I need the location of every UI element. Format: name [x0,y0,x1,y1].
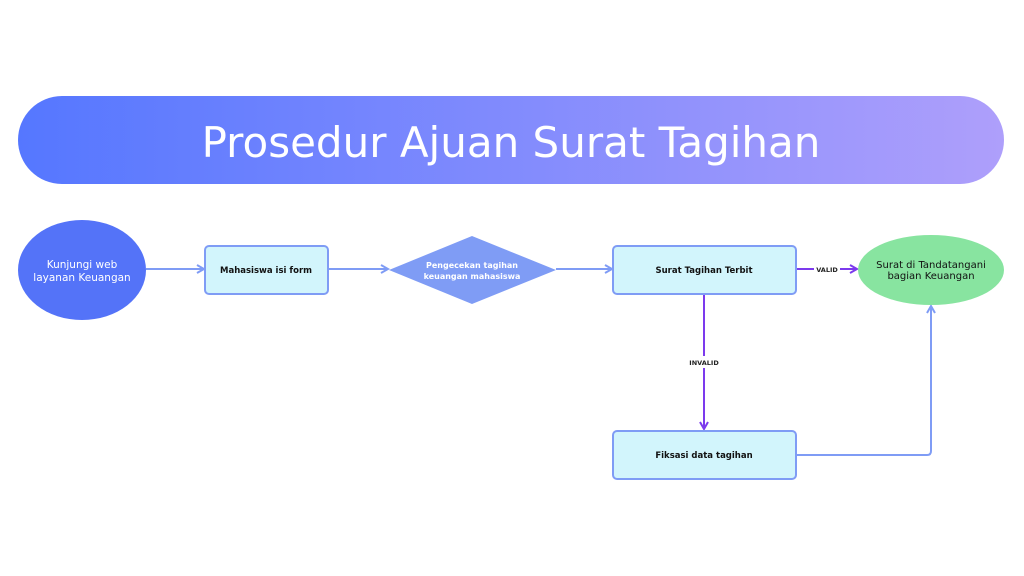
node-fix: Fiksasi data tagihan [612,430,797,480]
node-start-line2: layanan Keuangan [33,272,130,284]
diagram-title: Prosedur Ajuan Surat Tagihan [202,118,821,167]
node-check-line1: Pengecekan tagihan [426,261,518,270]
edge-label-invalid: INVALID [689,359,719,367]
node-signed-line1: Surat di Tandatangani [876,260,986,271]
title-banner: Prosedur Ajuan Surat Tagihan [18,96,1004,184]
node-signed-line2: bagian Keuangan [887,271,974,282]
node-start: Kunjungi web layanan Keuangan [18,220,146,320]
node-check-line2: keuangan mahasiswa [424,272,521,281]
node-check: Pengecekan tagihan keuangan mahasiswa [389,236,556,304]
node-issued: Surat Tagihan Terbit [612,245,797,295]
node-start-line1: Kunjungi web [47,259,118,271]
node-signed: Surat di Tandatangani bagian Keuangan [858,235,1004,305]
node-form: Mahasiswa isi form [204,245,329,295]
edge-label-valid: VALID [816,266,838,274]
node-fix-label: Fiksasi data tagihan [655,451,752,461]
edge-fix-to-signed [796,306,931,456]
node-issued-label: Surat Tagihan Terbit [655,266,752,276]
node-form-label: Mahasiswa isi form [220,266,312,276]
